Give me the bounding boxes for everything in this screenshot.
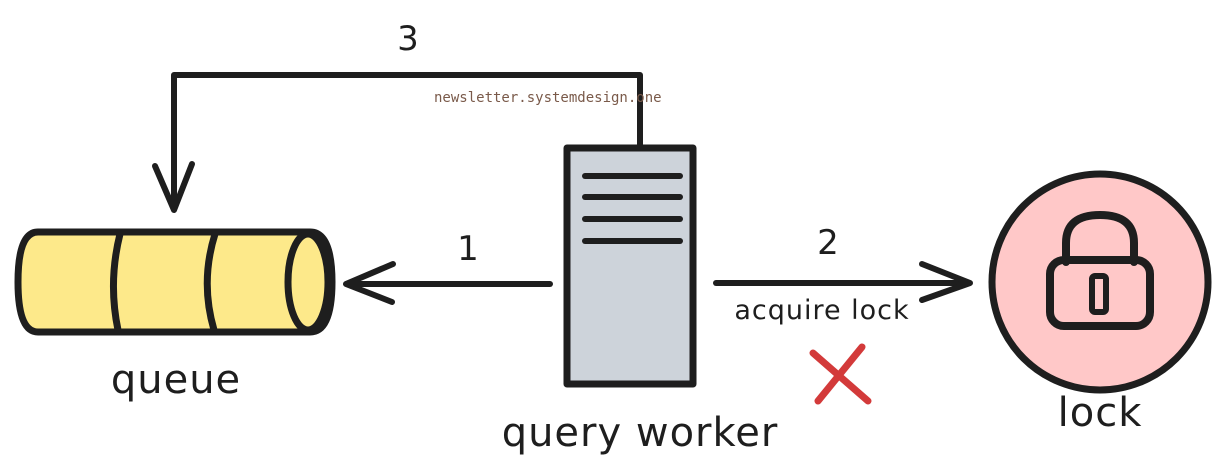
arrowhead-left-icon: [343, 261, 396, 305]
lock-label: lock: [1058, 390, 1143, 436]
red-x-icon: [809, 343, 872, 405]
padlock-icon: [1046, 210, 1154, 330]
edge-to-queue-label: 1: [457, 229, 479, 269]
query-worker-node: [563, 144, 697, 388]
edge-requeue: [152, 72, 643, 213]
edge-acquire-lock: [713, 261, 973, 303]
arrowhead-down-icon: [152, 161, 195, 213]
edge-acquire-lock-number: 2: [817, 223, 839, 263]
arrowhead-right-icon: [919, 261, 973, 303]
lock-node: [988, 170, 1212, 394]
queue-label: queue: [111, 357, 241, 403]
edge-to-queue: [343, 261, 553, 305]
watermark-text: newsletter.systemdesign.one: [434, 90, 662, 106]
edge-acquire-lock-label: acquire lock: [734, 295, 909, 326]
query-worker-label: query worker: [502, 410, 779, 456]
queue-node: [14, 228, 336, 336]
server-icon: [563, 144, 697, 388]
edge-requeue-label: 3: [397, 19, 419, 59]
